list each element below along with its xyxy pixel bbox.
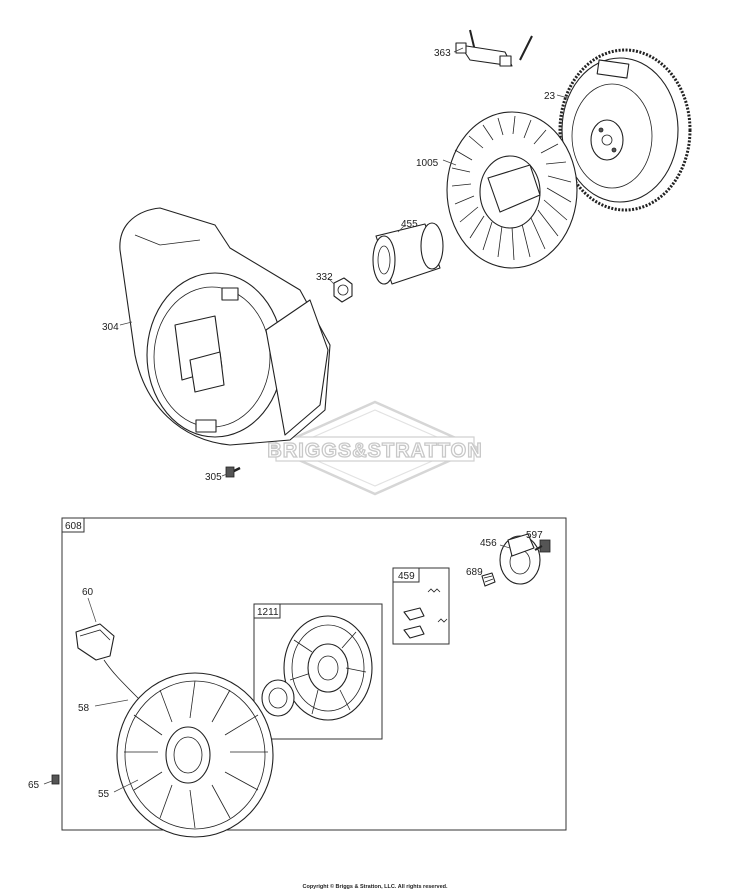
callout-65: 65 [28, 780, 40, 791]
callout-689: 689 [466, 567, 483, 578]
copyright-notice: Copyright © Briggs & Stratton, LLC. All … [302, 884, 448, 890]
part-689-spring [481, 572, 496, 587]
callout-363: 363 [434, 48, 451, 59]
part-363-bracket [453, 29, 533, 67]
callout-455: 455 [401, 219, 418, 230]
part-456-starter-cup [499, 533, 541, 585]
box-459-label: 459 [398, 571, 415, 582]
part-332-nut [327, 277, 353, 303]
callout-305: 305 [205, 472, 222, 483]
box-608-label: 608 [65, 521, 82, 532]
box-608 [61, 517, 567, 831]
part-304-blower-housing [119, 207, 331, 446]
callout-332: 332 [316, 272, 333, 283]
box-608-tab [61, 517, 85, 533]
box-1211-tab [253, 603, 281, 619]
callout-55: 55 [98, 789, 110, 800]
part-597-bolt [534, 539, 551, 553]
part-305-screw [221, 466, 241, 478]
callout-1005: 1005 [416, 158, 439, 169]
part-55-starter-housing [113, 672, 274, 838]
box-459 [392, 567, 450, 645]
callout-58: 58 [78, 703, 90, 714]
part-455-starter-cup [372, 222, 444, 285]
briggs-stratton-watermark: BRIGGS&STRATTON [267, 400, 482, 496]
callout-60: 60 [82, 587, 94, 598]
part-58-leader [94, 699, 129, 707]
part-1005-fan [442, 111, 578, 269]
callout-23: 23 [544, 91, 556, 102]
part-23-flywheel [556, 48, 692, 212]
part-459-pawl-kit [403, 588, 448, 639]
part-1211-pulley [261, 615, 373, 721]
callout-597: 597 [526, 530, 543, 541]
callout-456: 456 [480, 538, 497, 549]
box-459-tab [392, 567, 420, 583]
part-60-starter-handle [75, 597, 141, 701]
box-1211 [253, 603, 383, 740]
part-65-screw [43, 774, 60, 785]
box-1211-label: 1211 [257, 607, 279, 618]
callout-304: 304 [102, 322, 119, 333]
watermark-text: BRIGGS&STRATTON [267, 440, 482, 462]
